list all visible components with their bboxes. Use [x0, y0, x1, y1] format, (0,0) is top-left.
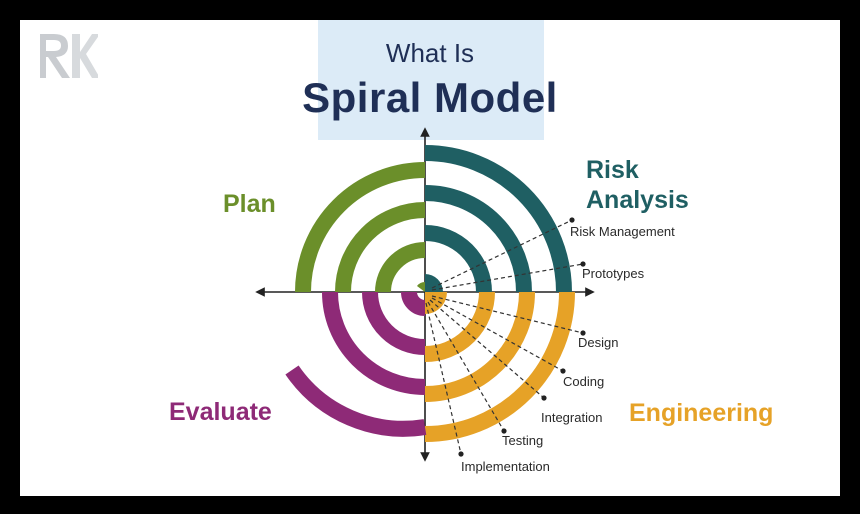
- evaluate-arcs: [285, 291, 427, 437]
- diagram-canvas: What Is Spiral Model: [20, 20, 840, 496]
- risk-center-wedge: [425, 274, 443, 292]
- title-line-2: Spiral Model: [302, 74, 558, 121]
- step-design: Design: [578, 335, 618, 350]
- rk-logo: [40, 34, 98, 78]
- step-integration: Integration: [541, 410, 602, 425]
- step-prototypes: Prototypes: [582, 266, 645, 281]
- title-highlight-band: [318, 20, 544, 140]
- title-line-1: What Is: [385, 38, 475, 68]
- step-coding: Coding: [563, 374, 604, 389]
- quadrant-label-plan: Plan: [223, 190, 276, 218]
- step-implementation: Implementation: [461, 459, 550, 474]
- quadrant-label-evaluate: Evaluate: [169, 398, 272, 426]
- engineering-arcs: [424, 291, 575, 442]
- quadrant-label-risk-line2: Analysis: [586, 186, 689, 214]
- engineering-center-wedge: [425, 292, 447, 314]
- quadrant-label-engineering: Engineering: [629, 399, 773, 427]
- plan-arcs: [295, 162, 426, 293]
- spiral-diagram: Risk Management Prototypes Design Coding…: [169, 127, 773, 474]
- leader-dots: [458, 217, 586, 457]
- step-risk-management: Risk Management: [570, 224, 675, 239]
- step-testing: Testing: [502, 433, 543, 448]
- quadrant-label-risk-line1: Risk: [586, 156, 639, 184]
- leader-lines: [425, 219, 584, 455]
- plan-center-wedge: [417, 282, 425, 292]
